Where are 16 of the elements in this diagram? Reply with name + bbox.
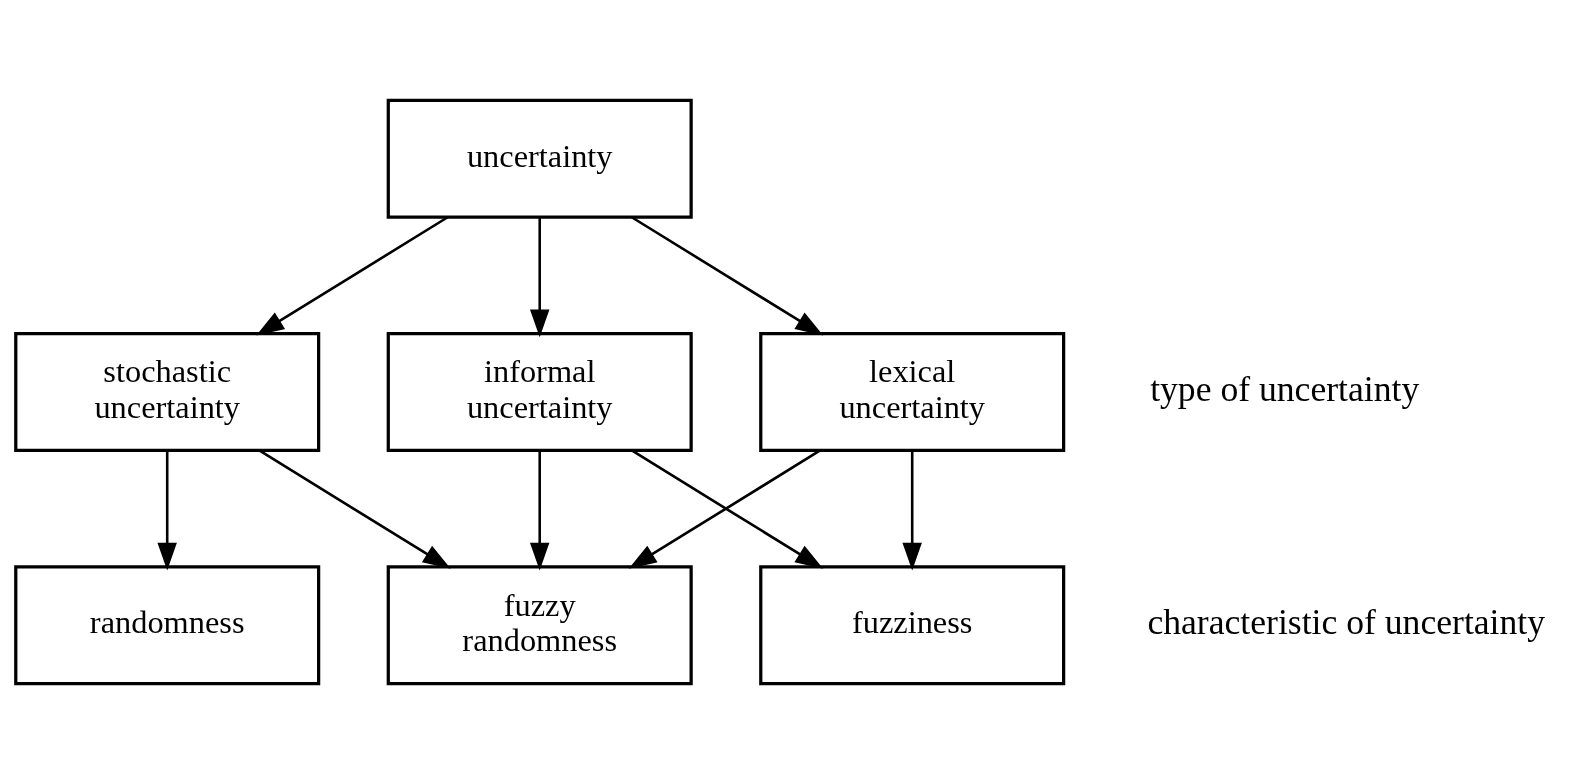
node-box: fuzziness xyxy=(759,565,1066,686)
node-box: fuzzy randomness xyxy=(386,565,693,686)
arrow xyxy=(256,216,449,336)
node-box: randomness xyxy=(14,565,321,686)
node-box: uncertainty xyxy=(386,98,693,219)
node-box: informal uncertainty xyxy=(386,332,693,452)
arrow xyxy=(631,216,824,336)
arrow xyxy=(529,217,550,338)
node-box: lexical uncertainty xyxy=(759,332,1066,452)
arrow xyxy=(157,450,177,571)
arrow xyxy=(529,450,550,571)
label: characteristic of uncertainty xyxy=(1147,602,1546,643)
arrow xyxy=(902,450,922,571)
label: type of uncertainty xyxy=(1150,369,1420,410)
arrow xyxy=(258,449,451,569)
node-box: stochastic uncertainty xyxy=(14,332,321,452)
